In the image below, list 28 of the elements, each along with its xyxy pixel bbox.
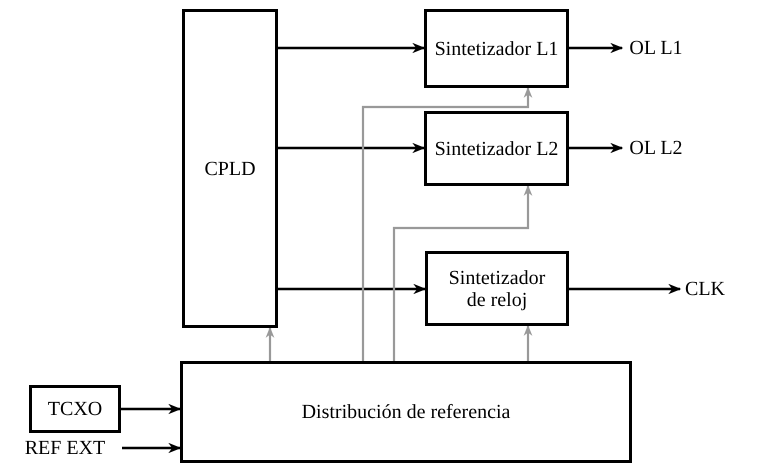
block-box bbox=[425, 251, 569, 326]
arrow bbox=[121, 404, 182, 414]
arrow bbox=[569, 142, 624, 154]
block-box bbox=[424, 9, 569, 88]
signal-label: REF EXT bbox=[24, 437, 106, 459]
arrow bbox=[362, 86, 532, 361]
arrow bbox=[569, 284, 682, 294]
arrow bbox=[392, 184, 532, 361]
block-box bbox=[182, 9, 278, 328]
block-label: Sintetizador L1 bbox=[434, 38, 558, 60]
arrow bbox=[122, 442, 182, 454]
signal-label: CLK bbox=[685, 278, 725, 300]
block-box bbox=[29, 385, 121, 433]
block-box bbox=[424, 111, 569, 186]
block-label: TCXO bbox=[48, 398, 102, 420]
signal-label: OL L1 bbox=[629, 37, 683, 59]
arrow bbox=[278, 142, 426, 154]
block-label: Distribución de referencia bbox=[302, 401, 510, 423]
arrow bbox=[266, 326, 274, 361]
arrow bbox=[569, 42, 624, 54]
signal-label: OL L2 bbox=[629, 137, 683, 159]
arrow bbox=[278, 42, 426, 54]
block-box bbox=[180, 361, 632, 463]
block-label: CPLD bbox=[204, 158, 256, 180]
block-label: Sintetizador L2 bbox=[434, 138, 558, 160]
block-label: Sintetizador de reloj bbox=[448, 266, 546, 310]
arrow bbox=[278, 284, 426, 294]
arrow bbox=[524, 324, 532, 361]
